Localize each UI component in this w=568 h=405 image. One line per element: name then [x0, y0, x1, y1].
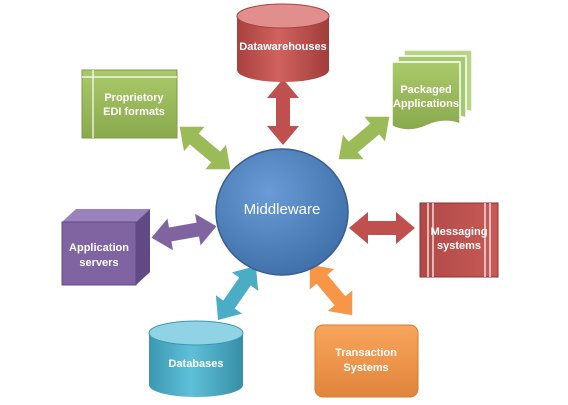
proprietory-edi-node: Proprietory EDI formats: [81, 69, 178, 139]
application-servers-label-line2: servers: [79, 257, 118, 269]
middleware-node: Middleware: [215, 148, 349, 276]
datawarehouses-node: Datawarehouses: [236, 3, 330, 82]
proprietory-edi-label-line1: Proprietory: [104, 92, 164, 104]
databases-node: Databases: [148, 320, 244, 397]
transaction-systems-node: Transaction Systems: [314, 324, 419, 398]
application-servers-node: Application servers: [61, 209, 150, 286]
arrow-middleware-application-servers: [148, 210, 220, 254]
arrow-middleware-messaging-systems: [349, 212, 415, 244]
packaged-applications-label-line2: Applications: [393, 98, 459, 110]
packaged-applications-label-line1: Packaged: [400, 84, 451, 96]
middleware-label: Middleware: [244, 201, 321, 218]
messaging-systems-node: Messaging systems: [419, 202, 499, 278]
transaction-systems-label-line2: Systems: [343, 362, 388, 374]
databases-label: Databases: [168, 358, 223, 370]
messaging-systems-label-line2: systems: [437, 240, 481, 252]
packaged-applications-node: Packaged Applications: [391, 49, 473, 131]
proprietory-edi-label-line2: EDI formats: [103, 106, 165, 118]
arrow-middleware-datawarehouses: [267, 79, 299, 145]
arrow-middleware-packaged-applications: [328, 104, 400, 172]
messaging-systems-label-line1: Messaging: [431, 226, 488, 238]
datawarehouses-label: Datawarehouses: [239, 41, 326, 53]
arrow-middleware-proprietory-edi: [169, 114, 241, 182]
application-servers-label-line1: Application: [69, 242, 129, 254]
transaction-systems-label-line1: Transaction: [335, 347, 397, 359]
